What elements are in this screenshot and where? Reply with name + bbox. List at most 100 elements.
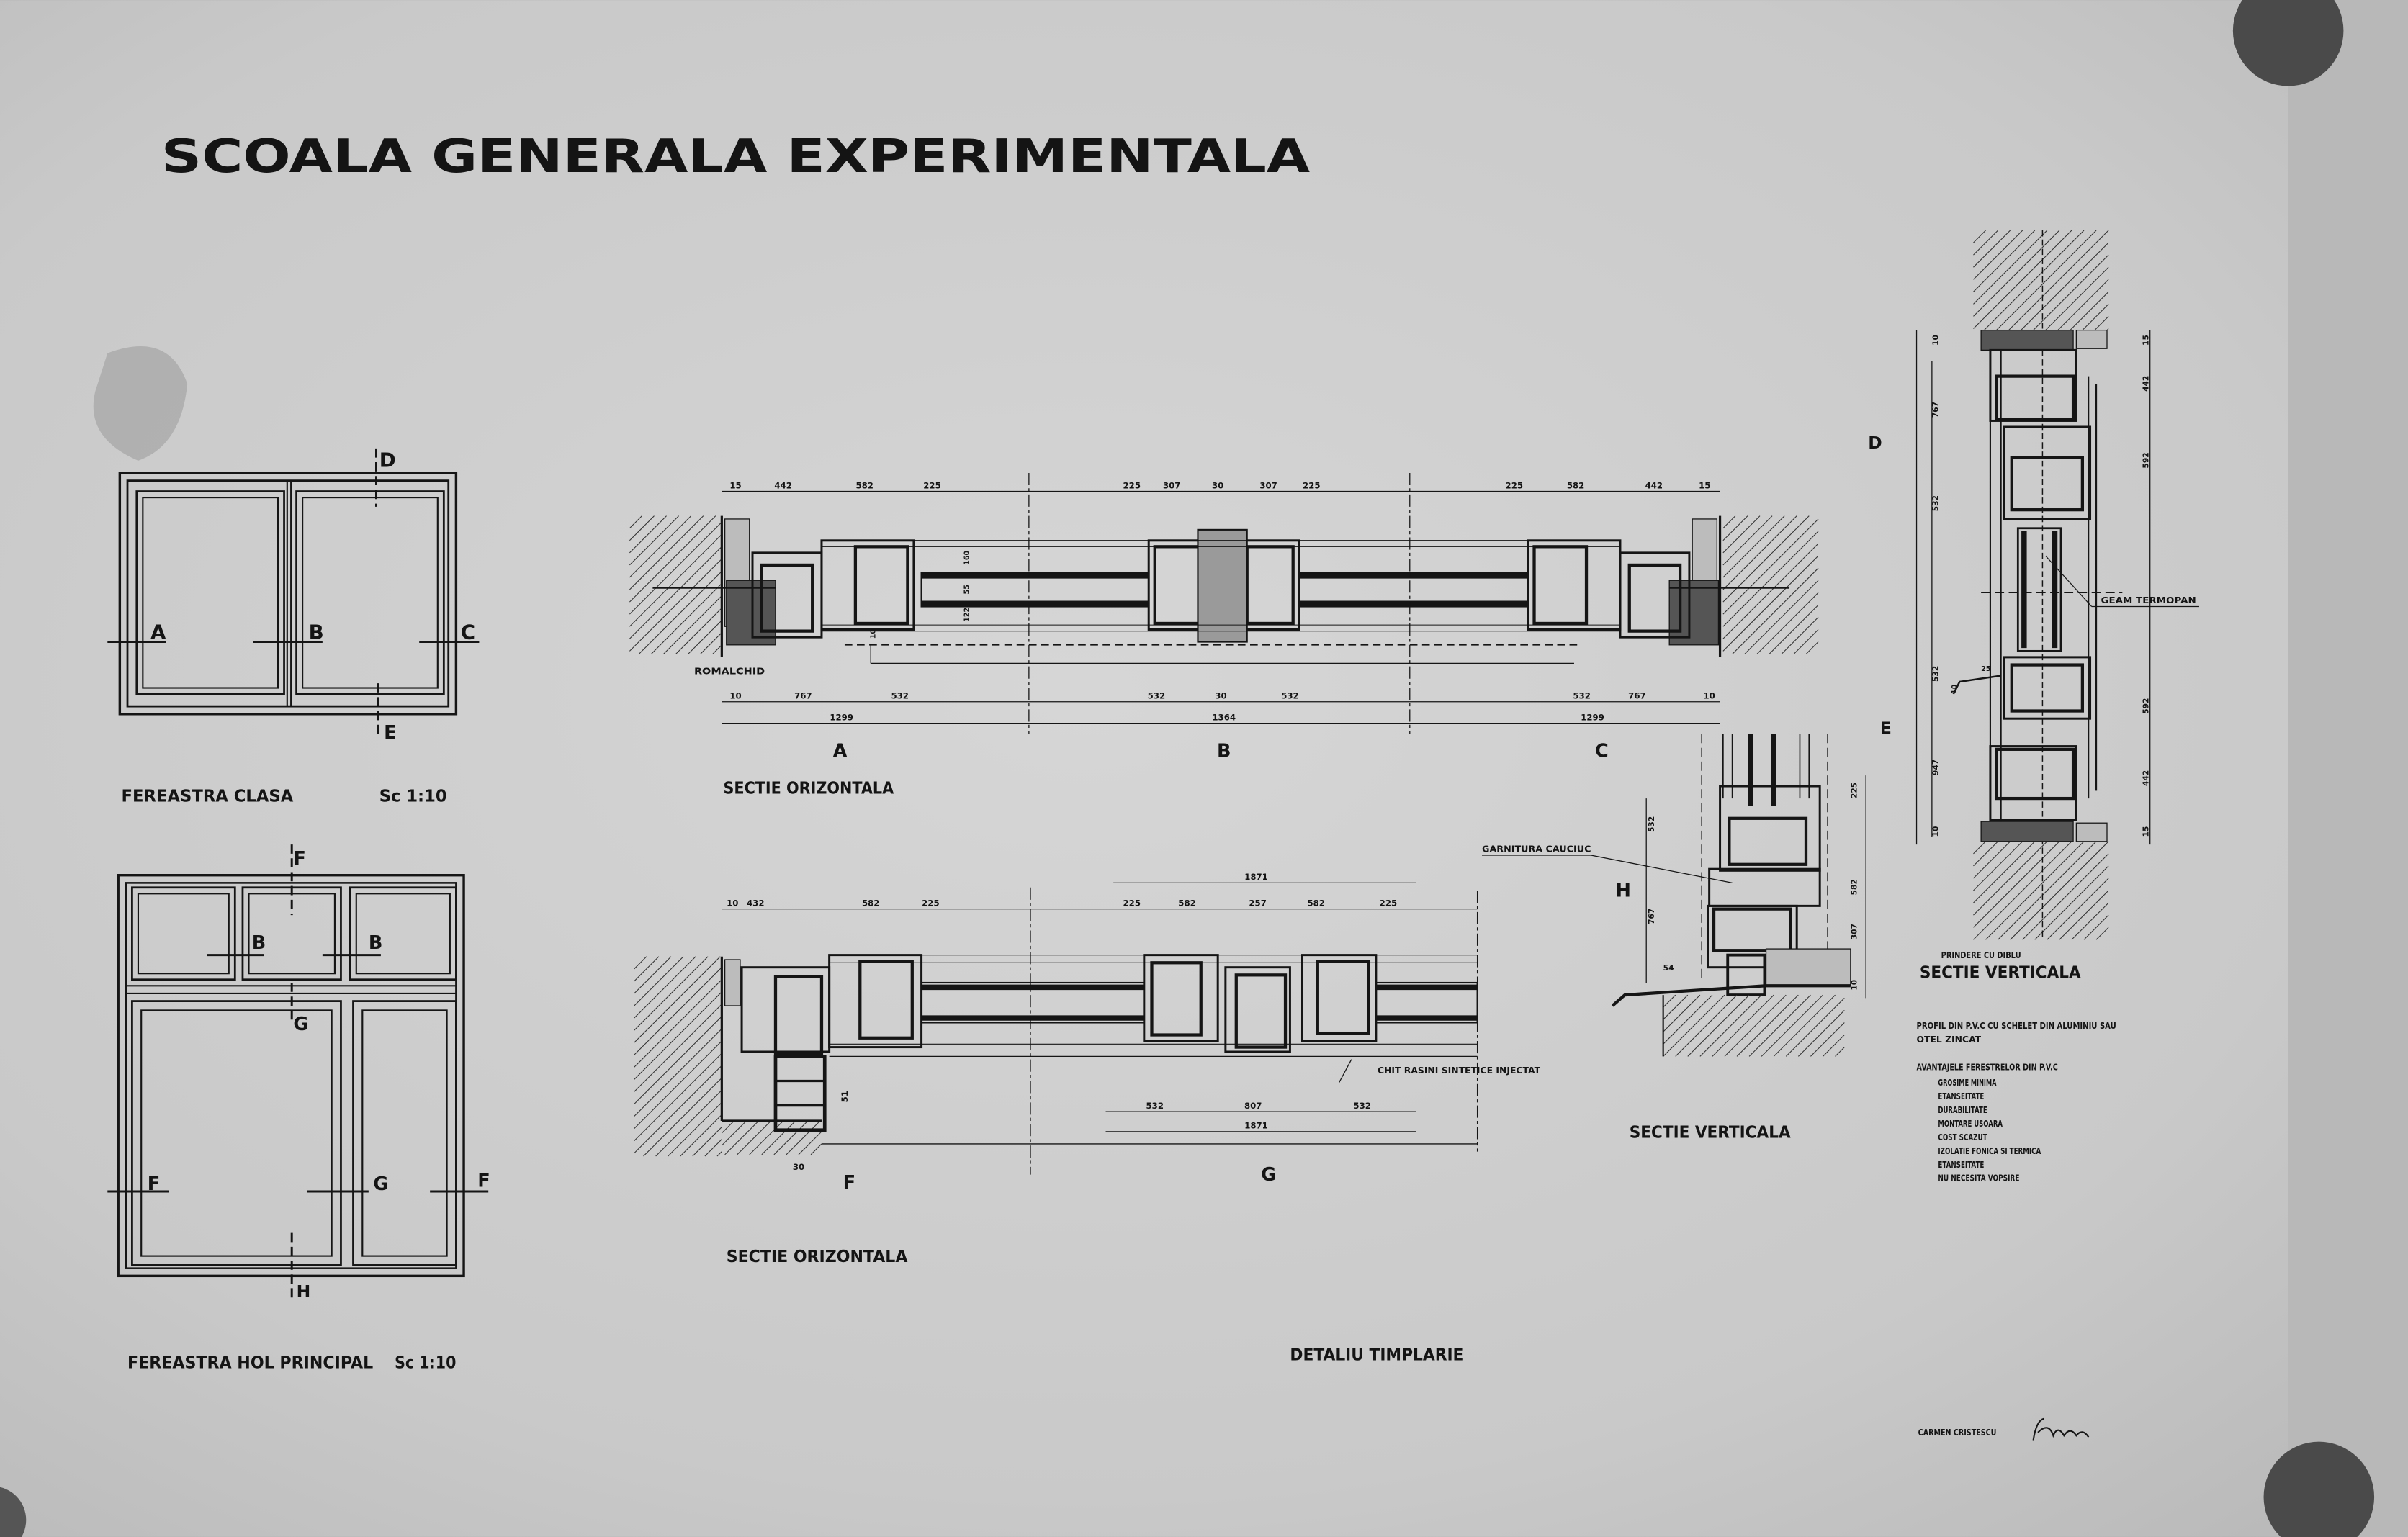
hatch-line [1761,994,1823,1057]
cut-label-f: F [293,848,305,870]
hatch-line [2008,230,2109,331]
hatch-line [773,1120,809,1155]
dimension-value: 307 [1259,480,1277,490]
dimension-value: 15 [2142,335,2151,346]
dimension-value: 225 [1303,480,1320,490]
cut-label-e: E [384,722,396,744]
hatch-line [634,979,722,1068]
hatch-line [1973,841,1986,855]
dimension-total: 1871 [1244,872,1268,882]
dimension-value: 532 [1146,1101,1164,1111]
hatch-line [1687,994,1750,1057]
hatch-line [634,956,684,1006]
dimension-value: 442 [2142,376,2151,392]
advantage-item: GROSIME MINIMA [1938,1078,1996,1088]
hatch-line [1973,230,2011,268]
hatch-line [692,1127,722,1157]
dimension-value: 582 [862,898,879,908]
section-label: D [1868,433,1882,453]
hatch-line [2083,914,2109,940]
hatch-line [688,620,722,654]
dimension-value: 55 [963,585,971,594]
hatch-line [2045,266,2109,331]
cut-label-b: B [369,932,383,954]
hatch-line [675,608,722,654]
dimension-value: 432 [747,898,764,908]
hatch-line [2034,865,2109,940]
note-line: OTEL ZINCAT [1917,1035,1982,1045]
hatch-line [1973,230,2072,329]
sash-chamber [2010,456,2085,512]
hatch-line [1675,994,1738,1057]
sash-chamber [2010,663,2085,713]
advantage-item: ETANSEITATE [1938,1091,1984,1102]
dimension-value: 30 [1215,690,1226,700]
hatch-line [634,1028,722,1117]
frame-profile [1707,904,1798,969]
section-label: A [833,741,848,762]
dimension-value: 160 [963,551,971,565]
cut-label-d: D [379,448,396,472]
dimension-value: 582 [1567,480,1584,490]
window-class-right-glass [302,497,439,689]
frame-chamber [760,563,814,633]
note-line: PROFIL DIN P.V.C CU SCHELET DIN ALUMINIU… [1917,1021,2116,1032]
dimension-value: 15 [1699,480,1710,490]
hatch-line [1769,604,1819,654]
dimension-value: 532 [891,690,909,700]
dimension-value: 947 [1931,760,1940,775]
note-heading: AVANTAJELE FERESTRELOR DIN P.V.C [1917,1063,2058,1073]
hatch-line [704,1139,722,1157]
hatch-line [2047,878,2109,940]
paper-stain [93,346,188,461]
hatch-line [634,956,672,994]
advantage-item: ETANSEITATE [1938,1160,1984,1171]
sheet-title: SCOALA GENERALA EXPERIMENTALA [161,130,1311,184]
hatch-line [634,967,722,1055]
hatch-line [1996,230,2097,331]
hatch-line [1722,515,1736,529]
hatch-line [1663,994,1713,1045]
hatch-line [662,595,722,654]
advantage-item: IZOLATIE FONICA SI TERMICA [1938,1146,2041,1157]
dimension-value: 10 [727,898,738,908]
glass-unit [920,572,1150,608]
sash-chamber [1316,960,1370,1035]
hatch-line [634,1040,722,1129]
hatch-line [1973,841,2072,940]
window-hall-top-glass [137,893,230,975]
wall-hatch-top [1973,230,2109,331]
hatch-line [2010,841,2109,940]
hatch-line [1756,592,1819,654]
hatch-line [1722,518,1819,615]
hatch-line [1663,994,1701,1032]
hatch-line [634,956,709,1031]
hatch-line [629,546,722,639]
hatch-line [1797,1010,1845,1057]
frame-chamber [1995,747,2075,801]
hatch-line [1973,841,2011,879]
hatch-line [1773,994,1836,1057]
hatch-line [1732,567,1819,654]
hatch-line [634,1053,722,1142]
hatch-line [629,533,722,627]
dimension-value: 532 [1281,690,1298,700]
frame-chamber [1995,374,2075,421]
dimension-total: 1299 [830,712,853,722]
hatch-line [1973,841,1998,867]
dimension-value: 582 [1178,898,1195,908]
wall-hatch-right [1722,515,1819,654]
hatch-line [1998,841,2097,940]
dimension-value: 10 [1951,684,1959,694]
section-caption: SECTIE VERTICALA [1630,1122,1792,1142]
hatch-line [1973,230,1986,243]
drip-profile [1952,675,2002,695]
window-hall-right-glass [361,1009,448,1257]
dimension-value: 767 [1931,402,1940,418]
dimension-value: 10 [1931,826,1940,837]
hatch-line [2070,291,2109,331]
dimension-total: 1871 [1244,1121,1268,1131]
dimension-value: 122 [963,608,971,622]
cut-label-g: G [373,1173,388,1195]
